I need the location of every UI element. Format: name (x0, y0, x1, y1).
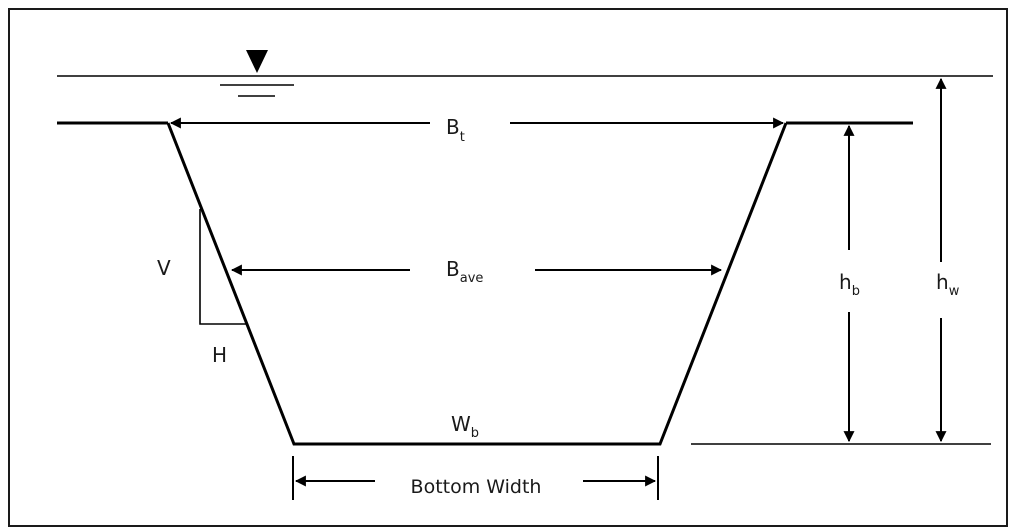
diagram-frame (8, 8, 1008, 527)
slope-triangle (199, 209, 246, 325)
bottom-width-text-label: Bottom Width (411, 476, 542, 498)
water-height-label: hw (936, 270, 960, 299)
slope-horizontal-label: H (212, 343, 227, 367)
channel-profile (166, 122, 788, 446)
bank-height-label: hb (839, 270, 860, 299)
bottom-width-symbol-label: Wb (451, 412, 479, 441)
water-level-triangle-icon (220, 50, 294, 97)
average-width-label: Bave (446, 257, 483, 286)
slope-vertical-label: V (157, 256, 171, 280)
top-width-label: Bt (446, 115, 465, 145)
